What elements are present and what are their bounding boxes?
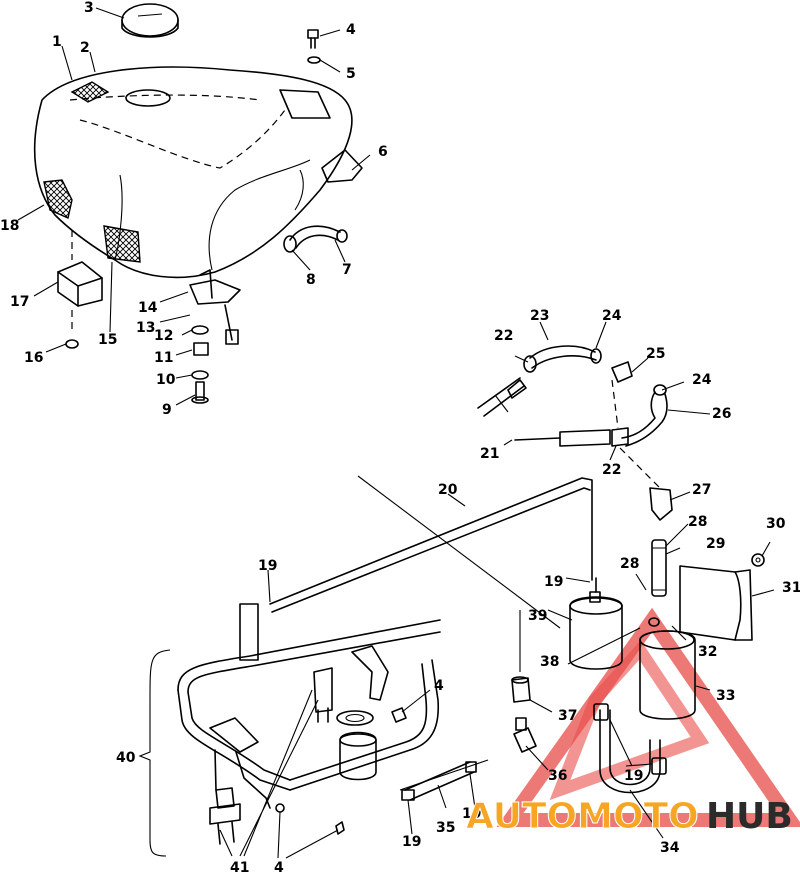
- callout-19-e: 19: [402, 834, 421, 850]
- callout-18: 18: [0, 218, 19, 234]
- callout-19-c: 19: [624, 768, 643, 784]
- callout-41: 41: [230, 860, 249, 874]
- leader-lines: [17, 7, 775, 859]
- callout-12: 12: [154, 328, 173, 344]
- callout-9: 9: [162, 402, 172, 418]
- injector-frame-assembly: [177, 603, 441, 845]
- fuel-tank: [33, 66, 353, 279]
- callout-30: 30: [766, 516, 786, 532]
- charcoal-canister-33: [639, 617, 696, 720]
- tank-badge-side: [103, 225, 141, 263]
- callout-38: 38: [540, 654, 559, 670]
- callout-20: 20: [438, 482, 458, 498]
- callout-32: 32: [698, 644, 717, 660]
- charcoal-canister-39: [569, 577, 623, 670]
- bolt-lower: [335, 707, 407, 835]
- callout-26: 26: [712, 406, 731, 422]
- check-valve: [511, 676, 537, 753]
- callout-19-b: 19: [544, 574, 563, 590]
- callout-24-right: 24: [692, 372, 712, 388]
- group-bracket-40: [138, 649, 171, 857]
- callout-36: 36: [548, 768, 567, 784]
- callout-2: 2: [80, 40, 90, 56]
- callout-22-top: 22: [494, 328, 513, 344]
- callout-21: 21: [480, 446, 499, 462]
- fuel-cap: [121, 3, 179, 38]
- callout-22-bottom: 22: [602, 462, 621, 478]
- callout-16: 16: [24, 350, 43, 366]
- watermark-logo: [496, 607, 800, 827]
- callout-14: 14: [138, 300, 158, 316]
- callout-17: 17: [10, 294, 29, 310]
- callout-37: 37: [558, 708, 577, 724]
- callout-31: 31: [782, 580, 800, 596]
- watermark-brand-part2: HUB: [706, 796, 793, 837]
- fuel-valve-assembly: [189, 269, 241, 404]
- callout-13: 13: [136, 320, 155, 336]
- fuel-filler-opening: [125, 89, 171, 107]
- callout-19-d: 19: [462, 806, 481, 822]
- watermark-brand-part1: AUTOMOTO: [466, 796, 699, 837]
- callout-34: 34: [660, 840, 680, 856]
- tank-emblem-top: [70, 81, 110, 103]
- callout-40: 40: [116, 750, 136, 766]
- callout-4-bottom: 4: [274, 860, 284, 874]
- inline-filter: [651, 539, 667, 597]
- rubber-mount: [57, 230, 103, 349]
- callout-8: 8: [306, 272, 316, 288]
- short-tube: [401, 761, 477, 801]
- callout-5: 5: [346, 66, 356, 82]
- callout-25: 25: [646, 346, 665, 362]
- canister-bracket: [679, 553, 765, 641]
- watermark-text: AUTOMOTO HUB: [466, 796, 793, 838]
- callout-3: 3: [84, 0, 94, 16]
- watermark-triangle-outer: [496, 607, 800, 827]
- tank-rear-bracket: [321, 149, 363, 183]
- callout-6: 6: [378, 144, 388, 160]
- callout-23: 23: [530, 308, 549, 324]
- watermark-triangle-inner: [549, 640, 710, 801]
- evap-hose-assembly: [477, 345, 673, 521]
- callout-27: 27: [692, 482, 711, 498]
- callout-35: 35: [436, 820, 455, 836]
- callout-39: 39: [528, 608, 547, 624]
- callout-1: 1: [52, 34, 62, 50]
- callout-11: 11: [154, 350, 173, 366]
- callout-33: 33: [716, 688, 735, 704]
- callout-4-top: 4: [346, 22, 356, 38]
- callout-28-top: 28: [688, 514, 707, 530]
- callout-24-top: 24: [602, 308, 622, 324]
- tank-bolt-top: [307, 29, 321, 64]
- callout-10: 10: [156, 372, 176, 388]
- callout-7: 7: [342, 262, 352, 278]
- callout-15: 15: [98, 332, 117, 348]
- vent-hose: [283, 225, 348, 253]
- u-hose: [593, 703, 667, 794]
- callout-29: 29: [706, 536, 725, 552]
- tank-mount-bracket: [279, 89, 331, 119]
- callout-28-left: 28: [620, 556, 639, 572]
- callout-4-mid: 4: [434, 678, 444, 694]
- tank-badge-rear: [43, 179, 73, 219]
- vent-tube: [269, 475, 593, 629]
- callout-19-a: 19: [258, 558, 277, 574]
